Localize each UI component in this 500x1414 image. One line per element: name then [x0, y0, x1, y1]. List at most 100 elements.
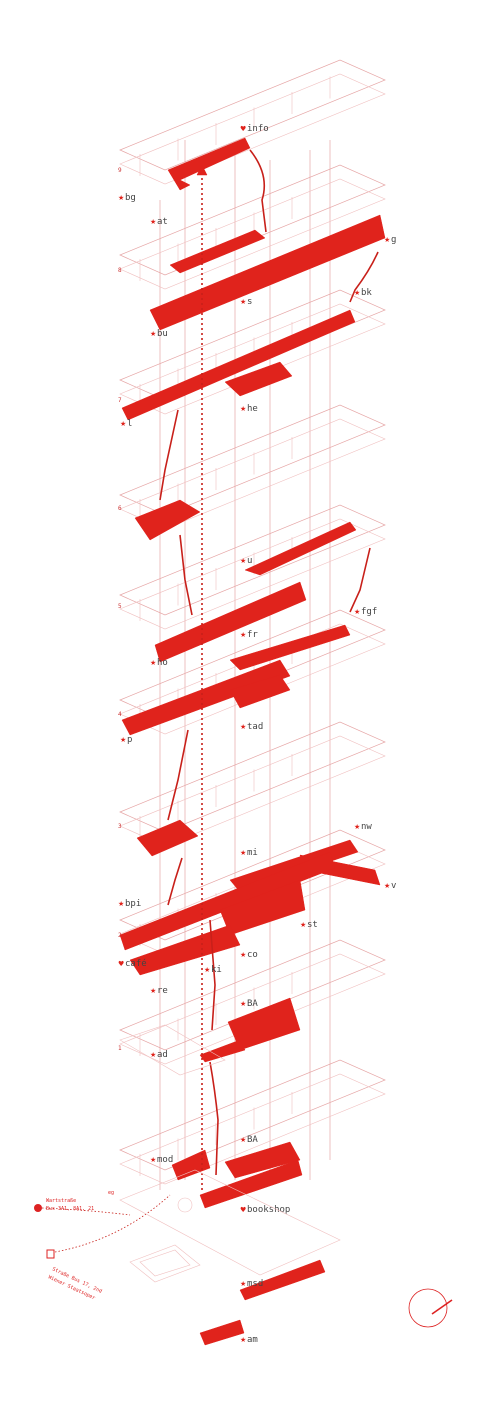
label-ad: ★ad: [150, 1050, 168, 1060]
star-marker-icon: ★: [240, 631, 246, 639]
star-marker-icon: ★: [150, 987, 156, 995]
area-bpi: [119, 851, 336, 951]
star-marker-icon: ★: [384, 236, 390, 244]
label-text: mod: [157, 1155, 173, 1165]
label-text: bu: [157, 329, 168, 339]
area-3: [136, 819, 199, 857]
label-bookshop: ♥bookshop: [240, 1205, 290, 1215]
floor-numbers: 9 8 7 6 5 4 3 2 1: [118, 167, 122, 1052]
star-marker-icon: ★: [150, 1156, 156, 1164]
area-bookshop: [199, 1159, 303, 1209]
label-re: ★re: [150, 986, 168, 996]
area-s: [149, 214, 386, 331]
label-u: ★u: [240, 556, 252, 566]
area-he: [224, 361, 293, 397]
label-text: BA: [247, 999, 258, 1009]
label-text: at: [157, 217, 168, 227]
label-ki: ★ki: [204, 965, 222, 975]
label-text: bg: [125, 193, 136, 203]
heart-marker-icon: ♥: [240, 1206, 246, 1214]
star-marker-icon: ★: [120, 420, 126, 428]
area-BA1: [227, 997, 301, 1051]
route-u-to-fgf: [349, 547, 371, 613]
area-fr: [154, 581, 307, 663]
label-text: p: [127, 735, 132, 745]
area-tad: [229, 674, 291, 709]
subway-icon: [46, 1249, 55, 1259]
room-labels: ♥info★bg★at★g★bk★s★bu★l★he★u★fgf★fr★ho★p…: [118, 124, 396, 1345]
area-msd: [239, 1259, 326, 1301]
star-marker-icon: ★: [240, 557, 246, 565]
route-6-to-5: [179, 534, 193, 616]
label-bg: ★bg: [118, 193, 136, 203]
label-ho: ★ho: [150, 658, 168, 668]
area-ad: [199, 1039, 246, 1063]
label-text: fr: [247, 630, 258, 640]
star-marker-icon: ★: [150, 1051, 156, 1059]
route-3-to-2: [167, 857, 183, 906]
label-he: ★he: [240, 404, 258, 414]
floor-number: 2: [118, 932, 122, 939]
star-marker-icon: ★: [300, 921, 306, 929]
heart-marker-icon: ♥: [118, 960, 124, 968]
label-text: bpi: [125, 899, 141, 909]
route-1-to-ground: [209, 1061, 219, 1176]
floor-number: 8: [118, 267, 122, 274]
area-fgf: [229, 624, 351, 671]
star-marker-icon: ★: [120, 736, 126, 744]
label-text: g: [391, 235, 396, 245]
area-mod: [171, 1149, 211, 1181]
label-text: mi: [247, 848, 258, 858]
star-marker-icon: ★: [240, 951, 246, 959]
label-bpi: ★bpi: [118, 899, 141, 909]
eg-label: eg: [108, 1190, 114, 1196]
label-text: bk: [361, 288, 372, 298]
star-marker-icon: ★: [240, 1136, 246, 1144]
label-g: ★g: [384, 235, 396, 245]
star-marker-icon: ★: [354, 608, 360, 616]
route-4-to-3: [167, 729, 189, 821]
label-nw: ★nw: [354, 822, 372, 832]
bus-line-1: Wartstraße: [46, 1198, 76, 1204]
label-fr: ★fr: [240, 630, 258, 640]
label-text: tad: [247, 722, 263, 732]
label-st: ★st: [300, 920, 318, 930]
area-BA2: [224, 1141, 301, 1179]
label-s: ★s: [240, 297, 252, 307]
area-p: [121, 659, 291, 736]
floor-number: 4: [118, 711, 122, 718]
label-text: nw: [361, 822, 372, 832]
star-marker-icon: ★: [150, 330, 156, 338]
star-marker-icon: ★: [384, 882, 390, 890]
highlight-areas: [119, 137, 386, 1346]
star-marker-icon: ★: [240, 723, 246, 731]
star-marker-icon: ★: [118, 194, 124, 202]
label-text: he: [247, 404, 258, 414]
label-text: ho: [157, 658, 168, 668]
label-ba2: ★BA: [240, 1135, 258, 1145]
label-text: am: [247, 1335, 258, 1345]
label-bu: ★bu: [150, 329, 168, 339]
label-text: u: [247, 556, 252, 566]
heart-marker-icon: ♥: [240, 125, 246, 133]
star-marker-icon: ★: [204, 966, 210, 974]
label-mod: ★mod: [150, 1155, 173, 1165]
star-marker-icon: ★: [240, 1280, 246, 1288]
star-marker-icon: ★: [240, 298, 246, 306]
floor-number: 5: [118, 603, 122, 610]
floor-number: 1: [118, 1045, 122, 1052]
label-text: v: [391, 881, 396, 891]
bus-stop-icon: [34, 1204, 42, 1212]
label-text: co: [247, 950, 258, 960]
label-p: ★p: [120, 735, 132, 745]
label-text: info: [247, 124, 269, 134]
label-tad: ★tad: [240, 722, 263, 732]
route-2-to-1: [209, 919, 216, 1031]
route-g-to-bk: [349, 251, 379, 303]
star-marker-icon: ★: [354, 289, 360, 297]
star-marker-icon: ★: [118, 900, 124, 908]
label-co: ★co: [240, 950, 258, 960]
area-at: [169, 229, 266, 274]
area-info: [167, 137, 251, 191]
